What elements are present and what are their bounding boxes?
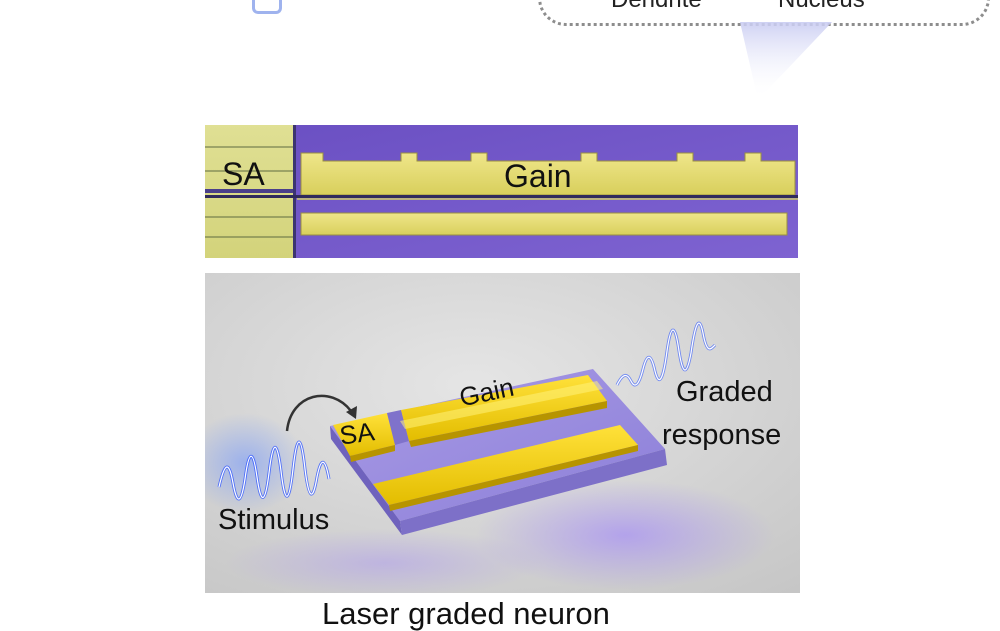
stimulus-label: Stimulus <box>218 504 330 536</box>
neuron-cell-icon <box>252 0 282 14</box>
nucleus-label: Nucleus <box>778 0 865 12</box>
chip-micrograph <box>205 125 798 258</box>
dendrite-label: Dendrite <box>611 0 702 12</box>
micrograph-sa-label: SA <box>222 156 265 192</box>
response-label: response <box>662 419 782 451</box>
device-schematic <box>205 273 800 593</box>
graded-label: Graded <box>676 376 773 408</box>
device-sa-label: SA <box>337 416 377 451</box>
callout-pointer <box>740 22 832 100</box>
micrograph-gain-label: Gain <box>504 158 572 194</box>
figure-caption: Laser graded neuron <box>322 596 610 631</box>
